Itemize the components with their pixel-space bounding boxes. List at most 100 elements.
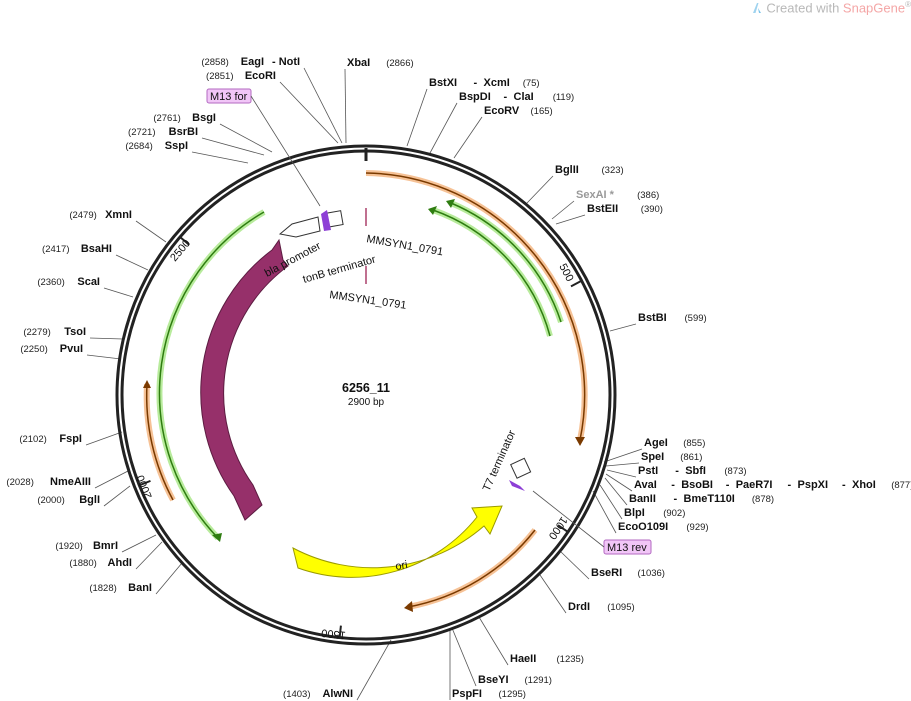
m13-rev-primer-arrow [509,480,525,491]
site-bseri[interactable]: BseRI(1036) [591,567,665,579]
site-name-ecorv: EcoRV [484,105,520,117]
site-ecoo109i[interactable]: EcoO109I(929) [618,521,709,533]
site-position-haeii: (1235) [557,654,584,665]
site-name-bstxi: BstXI [429,77,457,89]
site-position-fspi: (2102) [19,434,46,445]
site-bstxi[interactable]: BstXI-XcmI(75) [429,77,540,89]
site-leader-lines [85,67,643,701]
site-position-bsteii: (390) [641,204,663,215]
site-alwni[interactable]: AlwNI(1403) [283,688,353,700]
site-bsahi[interactable]: BsaHI(2417) [42,243,112,255]
site-bspdi[interactable]: BspDI-ClaI(119) [459,91,574,103]
m13-for-badge-label: M13 for [210,91,248,103]
site-name-bsobi: BsoBI [681,479,713,491]
site-bstbi[interactable]: BstBI(599) [638,312,707,324]
binding-arc-bottom-line [407,529,536,608]
m13-for-badge[interactable]: M13 for [206,88,252,104]
leader-ecori [279,81,339,144]
site-scai[interactable]: ScaI(2360) [37,276,100,288]
site-position-nmeaiii: (2028) [6,477,33,488]
site-separator: - [726,479,730,491]
site-name-bgli: BglI [79,494,100,506]
site-bmri[interactable]: BmrI(1920) [55,540,118,552]
site-haeii[interactable]: HaeII (1235) [510,653,584,665]
site-ecorv[interactable]: EcoRV(165) [484,105,553,117]
site-name-pvui: PvuI [60,343,83,355]
site-spei[interactable]: SpeI(861) [641,451,702,463]
site-bani[interactable]: BanI(1828) [89,582,152,594]
m13-rev-leader [532,490,605,548]
site-name-ecori: EcoRI [245,70,276,82]
site-name-sbfi: SbfI [685,465,706,477]
site-position-avai: (877) [891,480,911,491]
site-ecori[interactable]: EcoRI (2851) [206,70,276,82]
site-name-bsrbi: BsrBI [169,126,198,138]
site-position-blpi: (902) [663,508,685,519]
leader-eagi [303,67,343,144]
site-blpi[interactable]: BlpI (902) [624,507,685,519]
leader-bglii [526,175,554,204]
site-separator: - [474,77,478,89]
site-bsteii[interactable]: BstEII(390) [587,203,663,215]
site-banii[interactable]: BanII-BmeT110I(878) [629,493,774,505]
site-sexai[interactable]: SexAI *(386) [576,189,659,201]
site-name-ecoo109i: EcoO109I [618,521,668,533]
watermark-prefix: Created with [766,0,843,16]
site-position-bstxi: (75) [523,78,540,89]
site-position-ecori: (2851) [206,71,233,82]
site-position-xbai: (2866) [386,58,413,69]
site-xbai[interactable]: XbaI (2866) [347,57,414,69]
site-bglii[interactable]: BglII(323) [555,164,624,176]
site-name-noti: - NotI [272,56,300,68]
site-name-eagi: EagI [241,56,264,68]
site-position-bseyi: (1291) [525,675,552,686]
leader-psti [606,469,637,478]
site-position-xmni: (2479) [69,210,96,221]
site-drdi[interactable]: DrdI(1095) [568,601,635,613]
site-eagi[interactable]: EagI- NotI(2858) [201,56,300,68]
leader-spei [605,462,640,467]
site-name-blpi: BlpI [624,507,645,519]
snapgene-logo-icon [753,3,762,14]
site-bseyi[interactable]: BseYI(1291) [478,674,552,686]
site-bsrbi[interactable]: BsrBI(2721) [128,126,198,138]
leader-agei [603,448,643,463]
m13-rev-badge[interactable]: M13 rev [603,539,652,555]
site-agei[interactable]: AgeI(855) [644,437,705,449]
leader-bspdi [429,102,458,154]
site-name-drdi: DrdI [568,601,590,613]
leader-alwni [356,639,392,701]
site-name-sspi: SspI [165,140,188,152]
site-name-haeii: HaeII [510,653,536,665]
site-position-pvui: (2250) [20,344,47,355]
site-name-bani: BanI [128,582,152,594]
site-avai[interactable]: AvaI-BsoBI-PaeR7I-PspXI-XhoI(877) [634,479,911,491]
site-bsgi[interactable]: BsgI(2761) [153,112,216,124]
site-xmni[interactable]: XmnI(2479) [69,209,132,221]
site-name-xbai: XbaI [347,57,370,69]
tick-mark-2500 [179,236,190,246]
leader-bmri [121,534,157,553]
tick-mark-2000 [138,479,151,487]
bla-promoter-arrow [278,216,321,238]
site-bgli[interactable]: BglI(2000) [37,494,100,506]
site-nmeaiii[interactable]: NmeAIII(2028) [6,476,91,488]
orf-arc-outer-left-line [158,211,265,539]
leader-haeii [478,616,509,666]
site-separator: - [674,493,678,505]
orf-arc-outer-left-arrowhead [212,533,222,542]
site-position-psti: (873) [724,466,746,477]
site-tsoi[interactable]: TsoI(2279) [23,326,86,338]
site-fspi[interactable]: FspI (2102) [19,433,82,445]
site-separator: - [842,479,846,491]
site-pvui[interactable]: PvuI (2250) [20,343,83,355]
site-ahdi[interactable]: AhdI(1880) [69,557,132,569]
site-sspi[interactable]: SspI(2684) [125,140,188,152]
site-pspfi[interactable]: PspFI(1295) [452,688,526,700]
site-psti[interactable]: PstI-SbfI(873) [638,465,747,477]
site-name-paer7i: PaeR7I [736,479,773,491]
site-name-banii: BanII [629,493,656,505]
site-position-scai: (2360) [37,277,64,288]
site-name-fspi: FspI [59,433,82,445]
site-name-xhoi: XhoI [852,479,876,491]
